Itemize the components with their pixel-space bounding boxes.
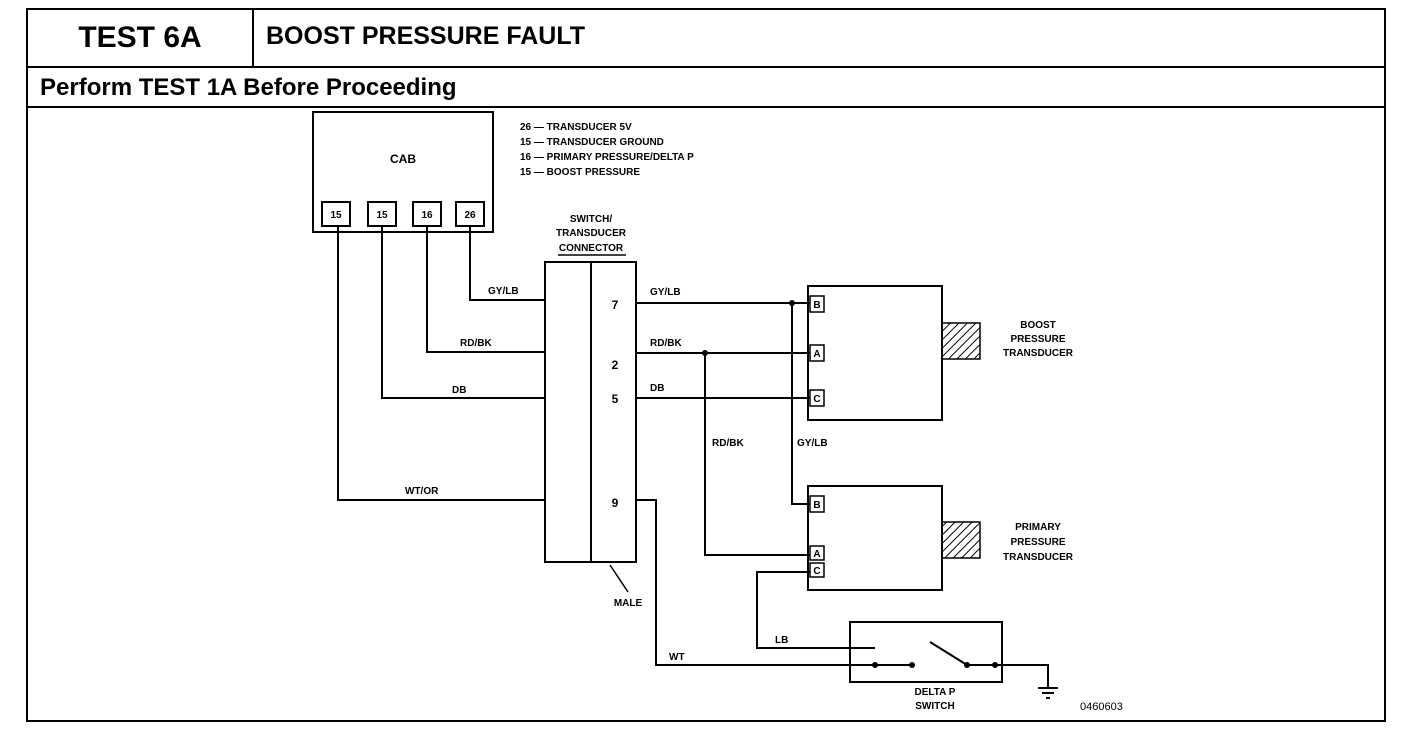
cab-pin-1: 15 <box>330 210 342 221</box>
primary-label-3: TRANSDUCER <box>1003 552 1074 563</box>
figure-number: 0460603 <box>1080 701 1123 713</box>
boost-pressure-transducer: B A C BOOST PRESSURE TRANSDUCER <box>807 285 1074 421</box>
legend-line-3: 16 — PRIMARY PRESSURE/DELTA P <box>520 152 694 163</box>
legend-line-4: 15 — BOOST PRESSURE <box>520 167 640 178</box>
delta-p-label-1: DELTA P <box>915 687 956 698</box>
connector-label-1: SWITCH/ <box>570 214 612 225</box>
legend-line-2: 15 — TRANSDUCER GROUND <box>520 137 664 148</box>
connector-label-3: CONNECTOR <box>559 243 624 254</box>
wire-label-wt: WT <box>669 652 685 663</box>
wires-cab-side <box>337 226 545 501</box>
ground-symbol <box>1038 687 1058 699</box>
wires-sensor-side <box>636 302 1049 688</box>
delta-p-label-2: SWITCH <box>915 701 954 712</box>
connector-pin-7: 7 <box>612 298 619 312</box>
prerequisite-instruction: Perform TEST 1A Before Proceeding <box>40 74 457 101</box>
legend-line-1: 26 — TRANSDUCER 5V <box>520 122 632 133</box>
wire-label-gy-lb-right: GY/LB <box>650 287 681 298</box>
subtitle-divider <box>28 106 1384 108</box>
primary-sensor-port <box>941 521 981 559</box>
primary-pressure-transducer: B A C PRIMARY PRESSURE TRANSDUCER <box>807 485 1074 591</box>
primary-label-1: PRIMARY <box>1015 522 1061 533</box>
wire-label-gy-lb-vertical: GY/LB <box>797 438 828 449</box>
male-label: MALE <box>614 598 643 609</box>
cab-pin-4: 26 <box>464 210 476 221</box>
boost-pin-a: A <box>813 349 820 360</box>
cab-pin-2: 15 <box>376 210 388 221</box>
wire-label-rd-bk-right: RD/BK <box>650 338 682 349</box>
wire-label-rd-bk-left: RD/BK <box>460 338 492 349</box>
boost-sensor-port <box>941 322 981 360</box>
page-title: BOOST PRESSURE FAULT <box>266 22 586 50</box>
connector-pin-2: 2 <box>612 358 619 372</box>
wire-label-rd-bk-vertical: RD/BK <box>712 438 744 449</box>
header-divider <box>254 66 1386 68</box>
wire-label-wt-or: WT/OR <box>405 486 439 497</box>
cab-module: CAB 15 15 16 26 <box>312 111 494 233</box>
connector-label-2: TRANSDUCER <box>556 228 627 239</box>
connector-pin-5: 5 <box>612 392 619 406</box>
boost-pin-c: C <box>813 394 820 405</box>
wire-label-db-right: DB <box>650 383 664 394</box>
primary-pin-c: C <box>813 566 820 577</box>
switch-transducer-connector: SWITCH/ TRANSDUCER CONNECTOR 7 2 5 9 MAL… <box>544 214 643 609</box>
primary-pin-b: B <box>813 500 820 511</box>
diagram-frame: TEST 6A BOOST PRESSURE FAULT Perform TES… <box>26 8 1386 722</box>
boost-label-1: BOOST <box>1020 320 1056 331</box>
wire-label-db-left: DB <box>452 385 466 396</box>
delta-p-switch: DELTA P SWITCH <box>849 621 1003 712</box>
pin-legend: 26 — TRANSDUCER 5V 15 — TRANSDUCER GROUN… <box>520 122 694 178</box>
wire-label-gy-lb-left: GY/LB <box>488 286 519 297</box>
connector-pin-9: 9 <box>612 496 619 510</box>
boost-label-2: PRESSURE <box>1010 334 1065 345</box>
primary-pin-a: A <box>813 549 820 560</box>
boost-label-3: TRANSDUCER <box>1003 348 1074 359</box>
cab-label: CAB <box>390 152 416 166</box>
test-number-label: TEST 6A <box>28 10 254 68</box>
cab-pin-3: 16 <box>421 210 433 221</box>
wire-label-lb: LB <box>775 635 788 646</box>
boost-pin-b: B <box>813 300 820 311</box>
primary-label-2: PRESSURE <box>1010 537 1065 548</box>
